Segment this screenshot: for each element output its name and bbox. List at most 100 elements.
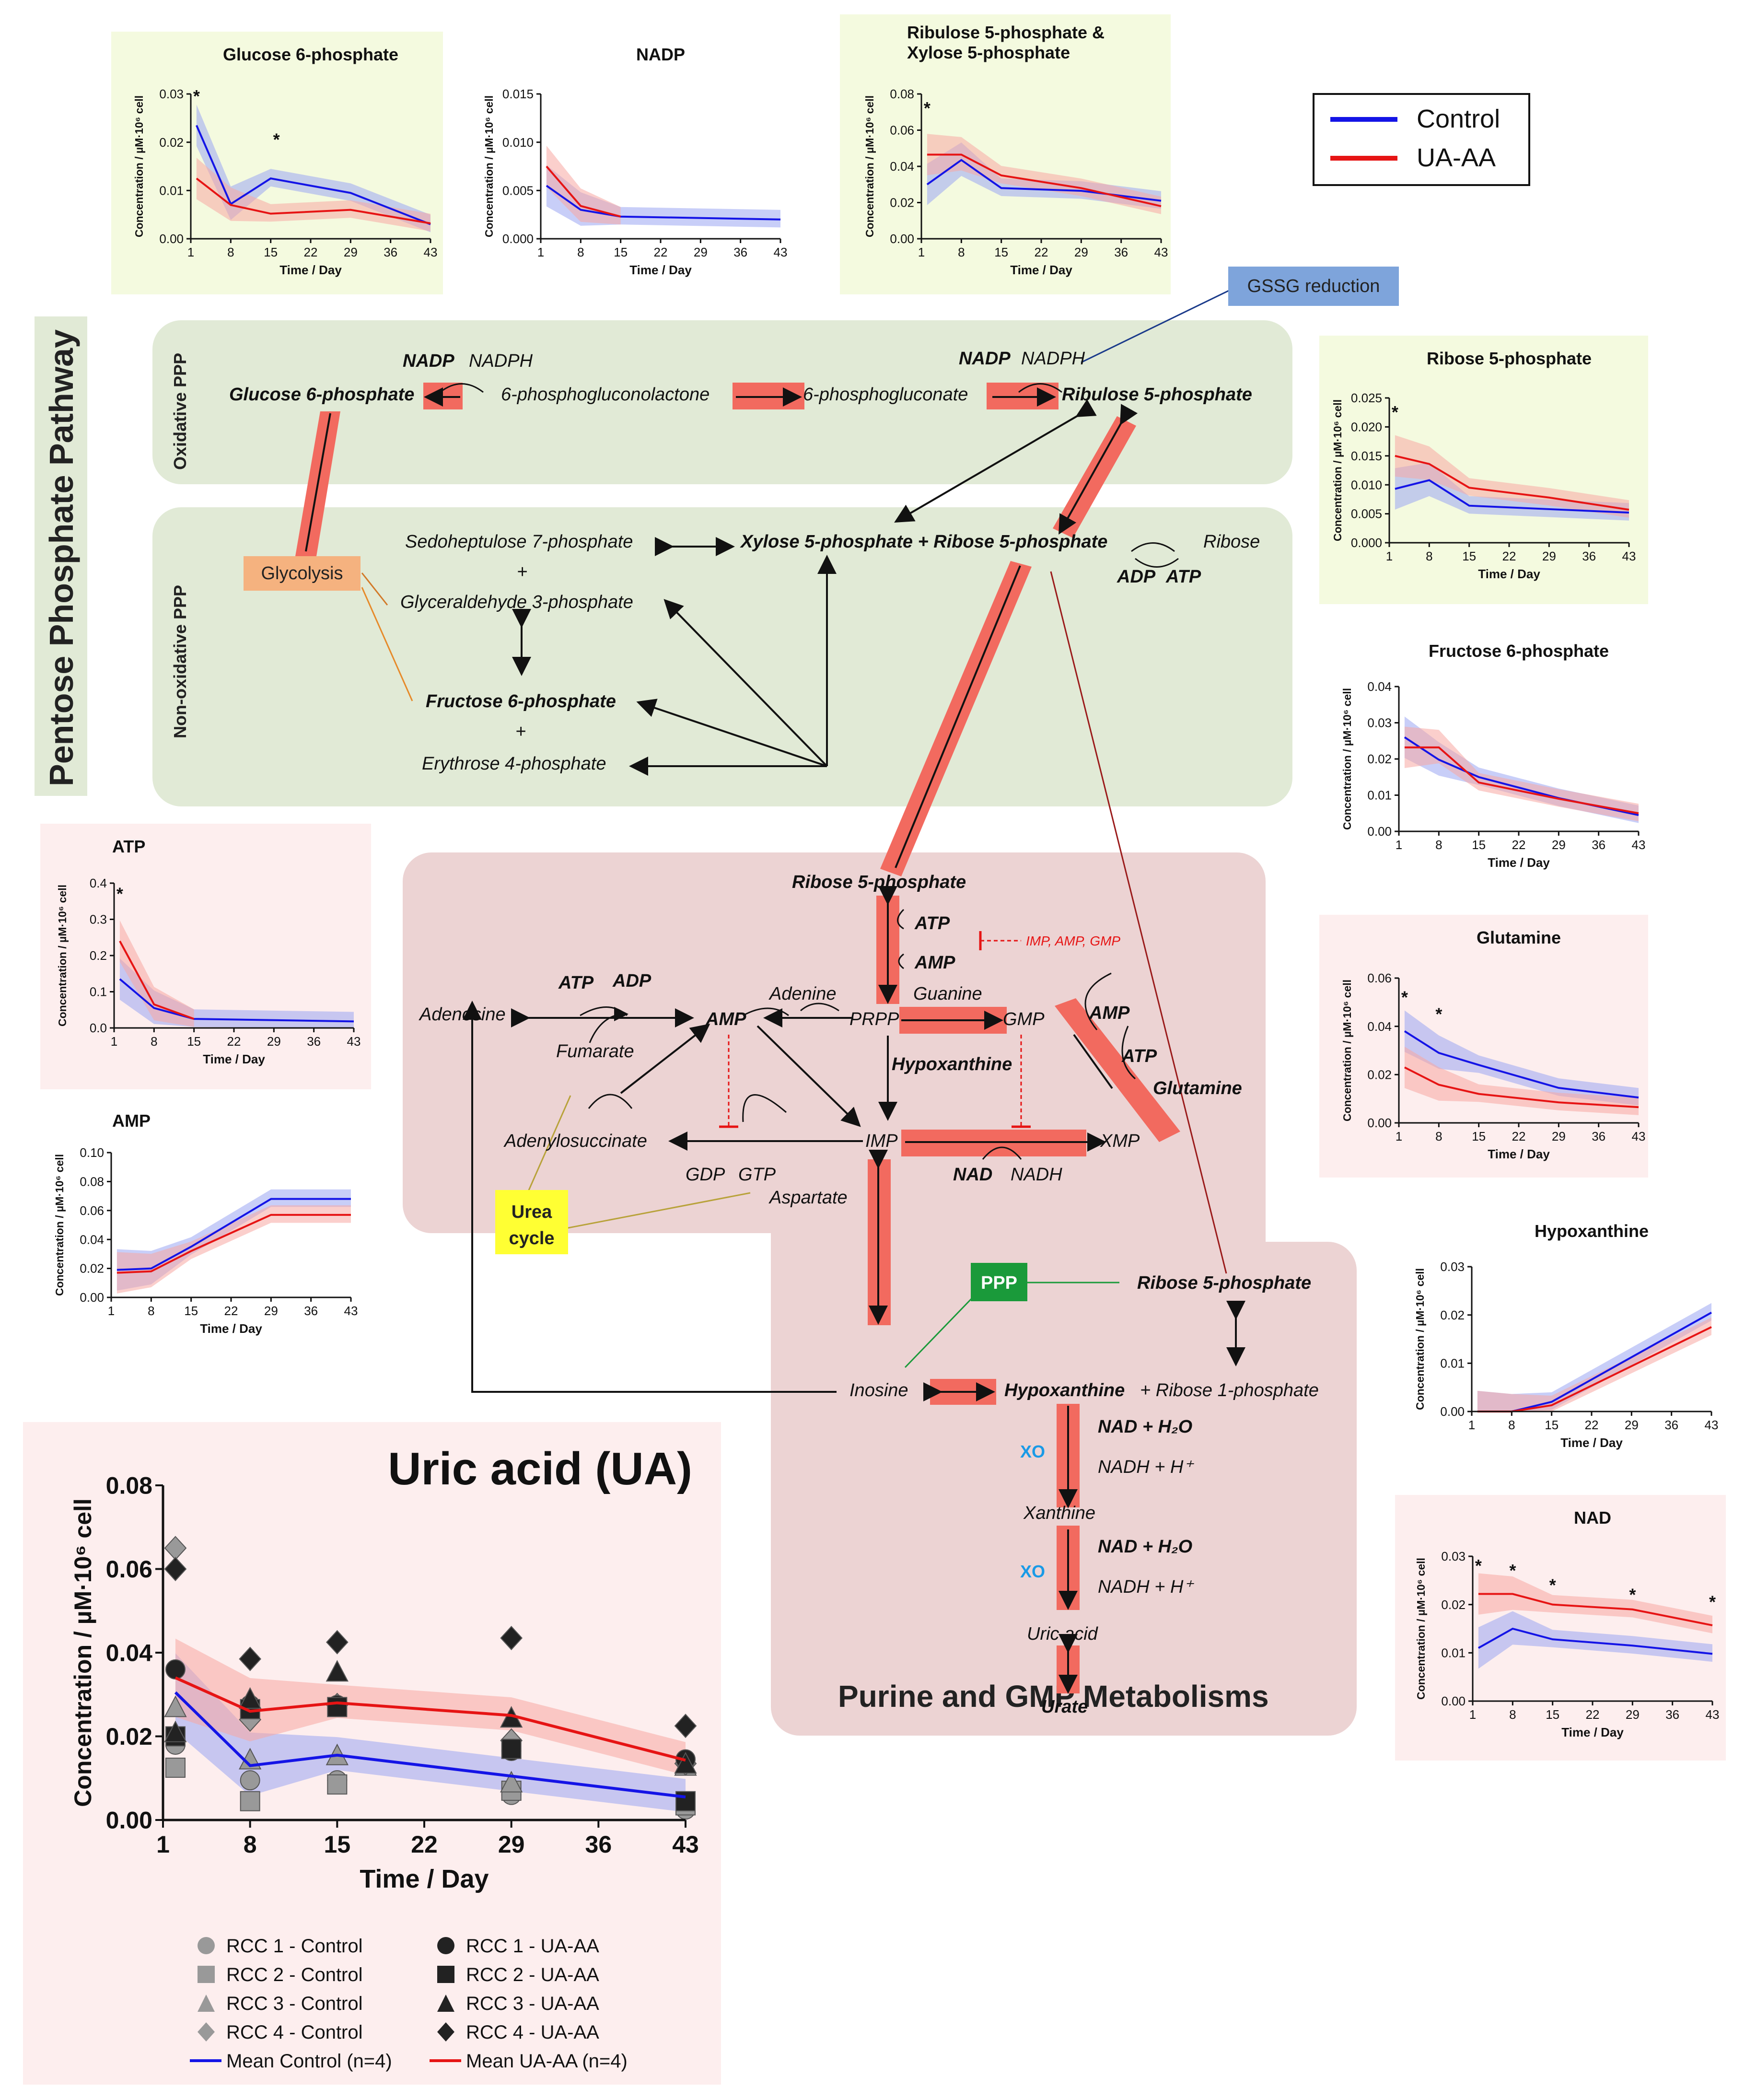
- significance-star: *: [116, 884, 123, 904]
- nonoxidative-label: Non-oxidative PPP: [170, 585, 190, 738]
- urea-label-2: cycle: [509, 1228, 554, 1248]
- x-tick-label: 8: [958, 245, 965, 259]
- nadph-label-1: NADPH: [469, 351, 533, 371]
- series-line: [1478, 1593, 1713, 1626]
- nadp-label-1: NADP: [403, 351, 454, 371]
- x-tick-label: 8: [1426, 549, 1432, 563]
- x-tick-label: 8: [577, 245, 584, 259]
- purine-title: Purine and GMP Metabolisms: [838, 1679, 1269, 1714]
- amp-label-4: AMP: [1089, 1003, 1130, 1023]
- y-tick-label: 0.010: [502, 135, 534, 150]
- chart-title: Uric acid (UA): [388, 1443, 692, 1494]
- x-tick-label: 36: [1592, 1129, 1605, 1143]
- xo-label-1: XO: [1020, 1442, 1045, 1461]
- y-tick-label: 0.04: [80, 1232, 104, 1247]
- y-tick-label: 0.02: [159, 135, 184, 150]
- chart-panel-bg: [1395, 1495, 1726, 1761]
- x-tick-label: 15: [1472, 838, 1486, 852]
- y-tick-label: 0.3: [90, 912, 107, 927]
- pathway-labels: NADP NADPH Glucose 6-phosphate 6-phospho…: [229, 349, 1319, 1717]
- y-tick-label: 0.02: [80, 1261, 104, 1276]
- ppp-box-label: PPP: [981, 1273, 1017, 1293]
- x-tick-label: 8: [1508, 1418, 1515, 1432]
- hypoxanthine-pathway-2: Hypoxanthine: [1004, 1380, 1125, 1400]
- ribose-5-phosphate-lower: Ribose 5-phosphate: [1137, 1273, 1311, 1293]
- series-line: [546, 165, 621, 218]
- x-tick-label: 8: [151, 1034, 157, 1049]
- y-tick-label: 0.03: [1367, 716, 1392, 730]
- chart-panel-bg: [840, 14, 1171, 294]
- glucose-6-phosphate: Glucose 6-phosphate: [229, 385, 414, 405]
- y-tick-label: 0.00: [1440, 1404, 1465, 1419]
- adp-label-3: ADP: [612, 971, 651, 991]
- phosphogluconate: 6-phosphogluconate: [803, 385, 968, 405]
- x-axis-label: Time / Day: [1561, 1725, 1624, 1739]
- series-band: [1395, 435, 1629, 518]
- legend-marker: [198, 1937, 215, 1954]
- data-point: [240, 1791, 260, 1811]
- x-tick-label: 36: [304, 1304, 318, 1318]
- y-tick-label: 0.01: [1440, 1356, 1465, 1370]
- x-tick-label: 8: [1435, 1129, 1442, 1143]
- x-axis-label: Time / Day: [1560, 1435, 1623, 1450]
- significance-star: *: [1549, 1575, 1556, 1595]
- data-point: [674, 1752, 697, 1774]
- x-tick-label: 36: [384, 245, 397, 259]
- data-point: [500, 1771, 523, 1793]
- ppp-title: Pentose Phosphate Pathway: [43, 329, 80, 786]
- x-axis-label: Time / Day: [279, 263, 342, 277]
- y-tick-label: 0.03: [1440, 1260, 1465, 1274]
- y-tick-label: 0.03: [1441, 1549, 1466, 1563]
- nadph-label-2: NADPH: [1021, 349, 1085, 369]
- chart-panel-bg: [111, 32, 443, 294]
- x-tick-label: 36: [1114, 245, 1128, 259]
- data-point: [164, 1695, 187, 1717]
- series-line: [196, 125, 431, 225]
- x-tick-label: 43: [424, 245, 438, 259]
- ppp-title-bg: [35, 316, 87, 796]
- significance-star: *: [1475, 1556, 1482, 1575]
- x-tick-label: 36: [1592, 838, 1605, 852]
- series-line: [116, 1213, 351, 1274]
- hypoxanthine-pathway-1: Hypoxanthine: [892, 1054, 1012, 1074]
- data-point: [327, 1697, 348, 1717]
- legend-label: RCC 1 - Control: [226, 1936, 363, 1957]
- y-tick-label: 0.0: [90, 1021, 107, 1035]
- legend-marker: [198, 2022, 215, 2042]
- x-tick-label: 22: [411, 1831, 438, 1858]
- data-point: [500, 1625, 523, 1650]
- x-tick-label: 22: [1035, 245, 1048, 259]
- y-axis-label: Concentration / µM·10⁶ cell: [863, 95, 876, 237]
- significance-star: *: [1401, 987, 1408, 1007]
- chart-title: Ribulose 5-phosphate &: [907, 23, 1105, 42]
- y-tick-label: 0.00: [1367, 824, 1392, 839]
- x-tick-label: 15: [994, 245, 1008, 259]
- chart-title-line2: Xylose 5-phosphate: [907, 43, 1070, 62]
- gssg-box: [1228, 267, 1399, 306]
- y-tick-label: 0.020: [1351, 420, 1382, 434]
- series-line: [174, 1676, 686, 1762]
- series-band: [1477, 1317, 1711, 1412]
- x-tick-label: 29: [1552, 1129, 1566, 1143]
- y-axis-label: Concentration / µM·10⁶ cell: [483, 95, 495, 237]
- series-line: [119, 940, 195, 1020]
- y-tick-label: 0.03: [159, 87, 184, 101]
- x-tick-label: 8: [227, 245, 234, 259]
- y-tick-label: 0.00: [890, 232, 914, 246]
- x-tick-label: 22: [1586, 1707, 1600, 1722]
- legend-label: RCC 3 - Control: [226, 1993, 363, 2014]
- nad-label-1: NAD: [953, 1165, 992, 1185]
- chart-f6p: Fructose 6-phosphate0.000.010.020.030.04…: [1341, 641, 1645, 870]
- x-tick-label: 22: [224, 1304, 238, 1318]
- x-tick-label: 29: [264, 1304, 278, 1318]
- y-tick-label: 0.025: [1351, 391, 1382, 405]
- series-line: [116, 1198, 351, 1271]
- x-tick-label: 43: [344, 1304, 358, 1318]
- inhibitors-label: IMP, AMP, GMP: [1026, 933, 1120, 948]
- x-tick-label: 43: [672, 1831, 699, 1858]
- x-tick-label: 8: [1509, 1707, 1516, 1722]
